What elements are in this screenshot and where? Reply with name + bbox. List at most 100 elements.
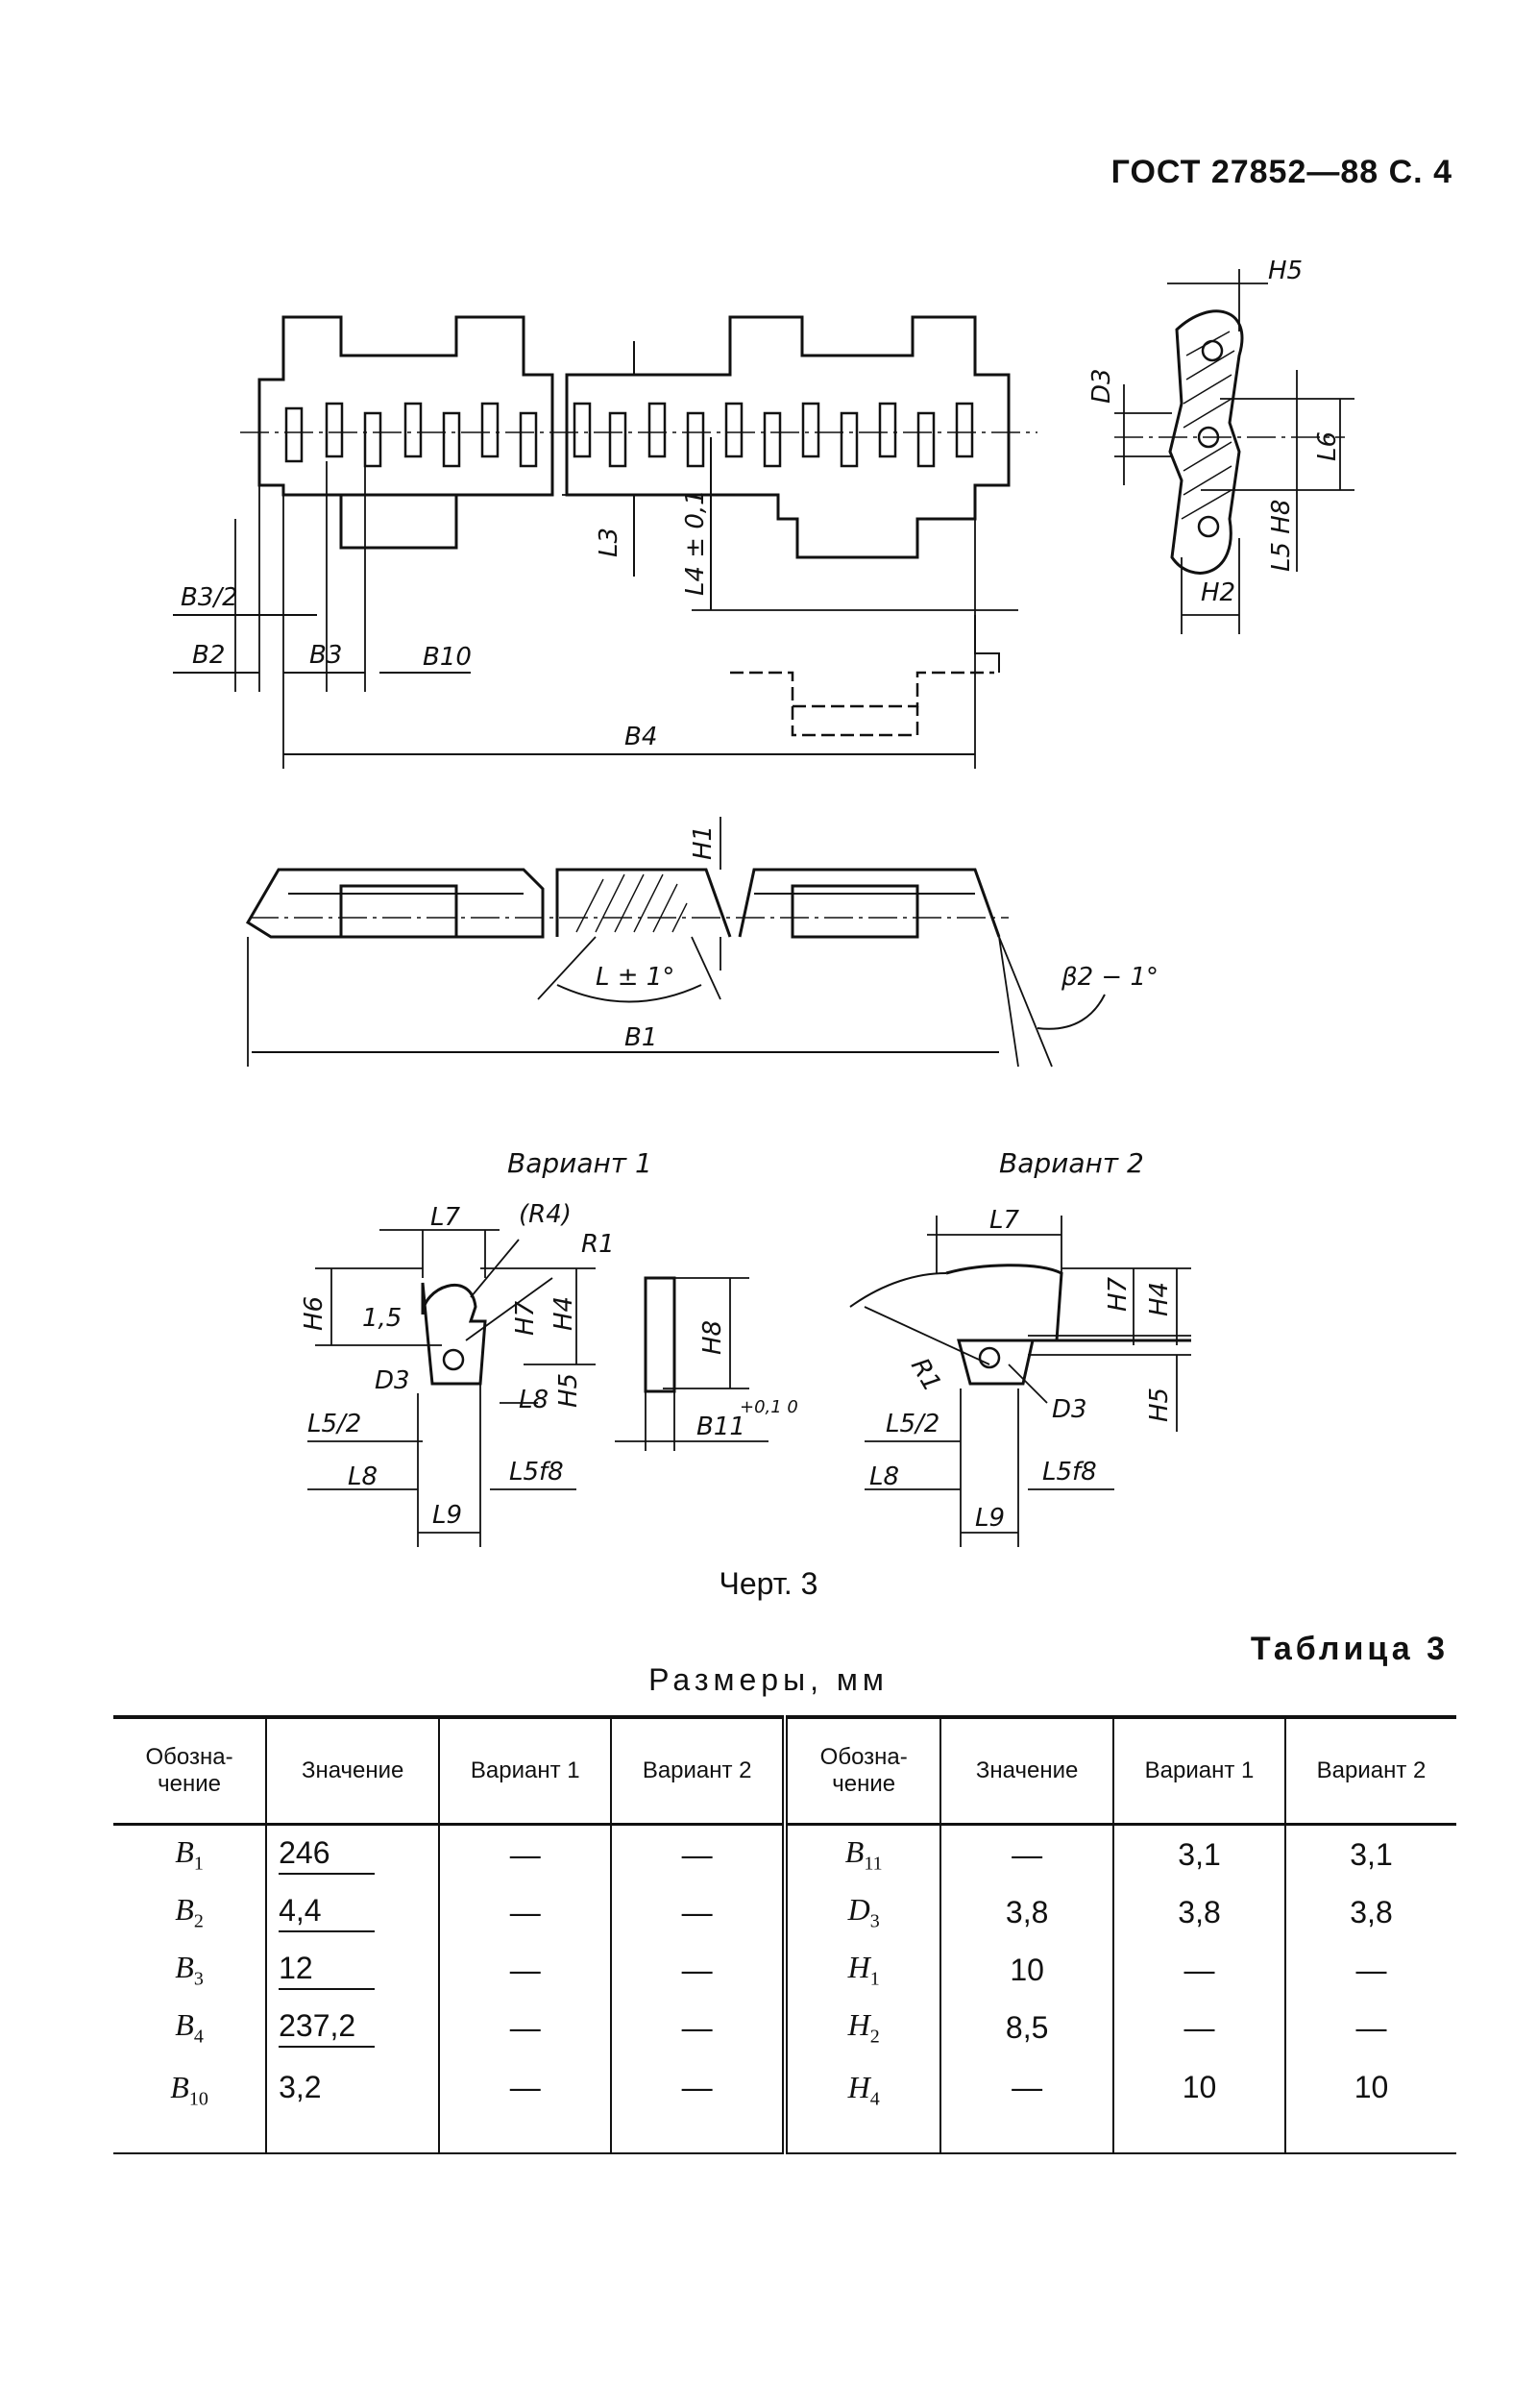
- label-h5: H5: [1268, 257, 1303, 285]
- symbol-cell: D3: [782, 1883, 941, 1941]
- variant2-cell: 3,8: [1284, 1883, 1456, 1941]
- drawing-caption: Черт. 3: [719, 1566, 818, 1601]
- label-b3: B3: [309, 641, 342, 670]
- symbol-cell: B4: [175, 2006, 204, 2048]
- label-h2: H2: [1201, 578, 1235, 607]
- symbol-cell: B11: [782, 1824, 941, 1883]
- label-b3-half: B3/2: [181, 583, 238, 612]
- variant2-cell: —: [610, 1883, 786, 1941]
- symbol-cell: H2: [782, 1999, 941, 2056]
- value-cell: 4,4: [265, 1883, 440, 1941]
- label-l5-half-v1: L5/2: [307, 1410, 361, 1438]
- table-label: Таблица 3: [1250, 1631, 1449, 1667]
- label-d3-v1: D3: [375, 1366, 410, 1395]
- table-header-row: Обозна-чение Значение Вариант 1 Вариант …: [113, 1715, 1456, 1826]
- symbol-cell: H4: [782, 2056, 941, 2154]
- table-row: B2 4,4 — — D3 3,8 3,8 3,8: [113, 1883, 1456, 1941]
- variant1-cell: 3,1: [1112, 1824, 1285, 1883]
- label-dim-15: 1,5: [362, 1304, 402, 1333]
- label-l6: L6: [1313, 431, 1342, 461]
- label-l5-half-v2: L5/2: [886, 1410, 939, 1438]
- label-l8-v1: L8: [348, 1462, 378, 1491]
- variant1-cell: —: [438, 2056, 612, 2154]
- table-row: B3 12 — — H1 10 — —: [113, 1941, 1456, 1999]
- variant-1-label: Вариант 1: [507, 1147, 652, 1179]
- value-cell: 8,5: [939, 1999, 1114, 2056]
- variant1-cell: —: [1112, 1999, 1285, 2056]
- value-cell: 3,2: [265, 2056, 440, 2154]
- label-beta: β2 − 1°: [1061, 963, 1159, 992]
- variant1-cell: 3,8: [1112, 1883, 1285, 1941]
- label-l5h8: L5 H8: [1267, 500, 1296, 572]
- value-cell: —: [939, 1824, 1114, 1883]
- technical-drawing: B3/2 B2 B3 B10 B4 L3 L4 ± 0,1 H5 D3 L6 L…: [173, 257, 1354, 1547]
- variant2-cell: —: [1284, 1999, 1456, 2056]
- table-row: B4 237,2 — — H2 8,5 — —: [113, 1999, 1456, 2056]
- label-r1-v2: R1: [905, 1354, 946, 1397]
- label-h6: H6: [300, 1296, 329, 1331]
- header-value-2: Значение: [939, 1715, 1114, 1826]
- label-h5-v2: H5: [1145, 1388, 1174, 1422]
- label-l5f8-v1: L5f8: [509, 1458, 564, 1487]
- label-l5f8-v2: L5f8: [1042, 1458, 1097, 1487]
- variant2-cell: 3,1: [1284, 1824, 1456, 1883]
- label-b2: B2: [192, 641, 225, 670]
- variant1-cell: —: [438, 1824, 612, 1883]
- header-designation-2: Обозна-чение: [782, 1715, 941, 1826]
- value-cell: —: [939, 2056, 1114, 2154]
- label-h5-v1: H5: [554, 1373, 583, 1408]
- variant1-cell: —: [438, 1941, 612, 1999]
- label-b4: B4: [624, 723, 657, 751]
- variant2-cell: —: [610, 2056, 786, 2154]
- variant1-cell: —: [1112, 1941, 1285, 1999]
- label-d3-v2: D3: [1052, 1395, 1087, 1424]
- value-cell: 12: [265, 1941, 440, 1999]
- header-designation-1: Обозна-чение: [113, 1715, 267, 1826]
- label-h4-v2: H4: [1145, 1282, 1174, 1316]
- label-l3: L3: [595, 528, 623, 557]
- symbol-cell: B3: [175, 1949, 204, 1990]
- value-cell: 237,2: [265, 1999, 440, 2056]
- label-l4: L4 ± 0,1: [681, 489, 710, 596]
- variant2-cell: —: [1284, 1941, 1456, 1999]
- variant1-cell: 10: [1112, 2056, 1285, 2154]
- label-h7-v1: H7: [511, 1300, 540, 1336]
- label-l8-v2: L8: [869, 1462, 899, 1491]
- label-r1-v1: R1: [581, 1230, 615, 1259]
- header-variant2-2: Вариант 2: [1284, 1715, 1456, 1826]
- symbol-cell: B10: [113, 2056, 267, 2154]
- value-cell: 246: [265, 1824, 440, 1883]
- table-title: Размеры, мм: [648, 1662, 889, 1697]
- symbol-cell: B1: [175, 1833, 204, 1875]
- label-angle-l: L ± 1°: [596, 963, 674, 992]
- label-h1: H1: [689, 825, 718, 860]
- header-variant2-1: Вариант 2: [610, 1715, 786, 1826]
- label-b11-tolerance: +0,1 0: [740, 1397, 798, 1417]
- label-l8-v1a: L8: [519, 1386, 549, 1414]
- table-row: B10 3,2 — — H4 — 10 10: [113, 2056, 1456, 2154]
- variant1-cell: —: [438, 1883, 612, 1941]
- dimensions-table: Обозна-чение Значение Вариант 1 Вариант …: [113, 1715, 1456, 2154]
- label-l7-v2: L7: [989, 1206, 1019, 1235]
- variant2-cell: —: [610, 1999, 786, 2056]
- label-l7-v1: L7: [430, 1203, 460, 1232]
- page-header: ГОСТ 27852—88 С. 4: [1110, 154, 1452, 190]
- label-d3: D3: [1087, 368, 1116, 404]
- header-variant1-2: Вариант 1: [1112, 1715, 1285, 1826]
- label-r4: (R4): [519, 1200, 572, 1229]
- variant-2-label: Вариант 2: [999, 1147, 1144, 1179]
- label-b11: B11: [696, 1413, 745, 1441]
- value-cell: 3,8: [939, 1883, 1114, 1941]
- label-h8: H8: [698, 1320, 727, 1355]
- value-cell: 10: [939, 1941, 1114, 1999]
- header-value-1: Значение: [265, 1715, 440, 1826]
- symbol-cell: B2: [175, 1891, 204, 1932]
- table-row: B1 246 — — B11 — 3,1 3,1: [113, 1824, 1456, 1883]
- label-b1: B1: [624, 1023, 657, 1052]
- label-l9-v1: L9: [432, 1501, 462, 1530]
- symbol-cell: H1: [782, 1941, 941, 1999]
- variant2-cell: —: [610, 1941, 786, 1999]
- variant1-cell: —: [438, 1999, 612, 2056]
- label-h4-v1: H4: [549, 1296, 578, 1331]
- label-l9-v2: L9: [975, 1504, 1005, 1533]
